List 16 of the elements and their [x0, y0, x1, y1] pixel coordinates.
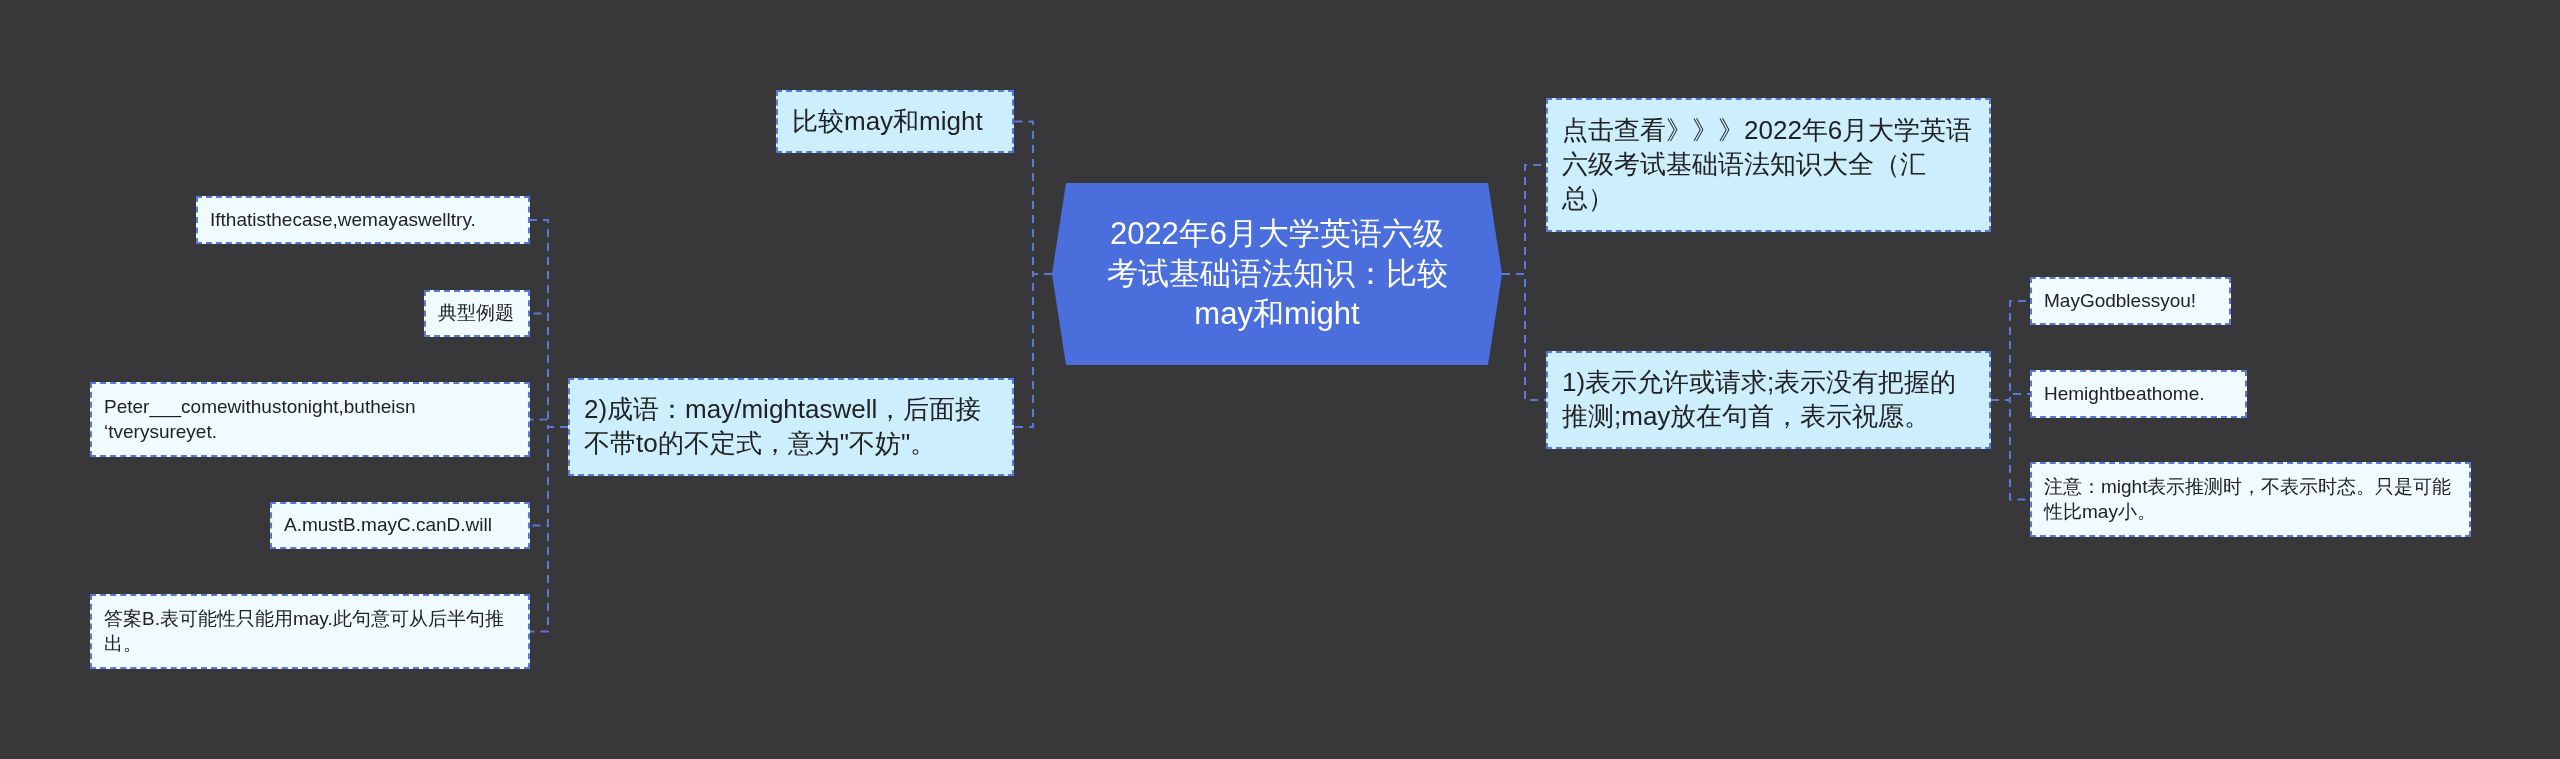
topic-box: MayGodblessyou! — [2030, 277, 2231, 325]
topic-box: Ifthatisthecase,wemayaswelltry. — [196, 196, 530, 244]
topic-box: 典型例题 — [424, 290, 530, 337]
topic-box: 比较may和might — [776, 90, 1014, 153]
connector — [1013, 273, 1053, 428]
topic-box: Peter___comewithustonight,butheisn ‘tverysureyet. — [90, 382, 530, 457]
connector — [1501, 273, 1547, 401]
connector — [529, 426, 569, 633]
topic-box: Hemightbeathome. — [2030, 370, 2247, 418]
topic-box: 点击查看》》》2022年6月大学英语六级考试基础语法知识大全（汇总） — [1546, 98, 1991, 232]
topic-hexagon: 2022年6月大学英语六级考试基础语法知识：比较may和might — [1052, 183, 1502, 365]
topic-box: 1)表示允许或请求;表示没有把握的推测;may放在句首，表示祝愿。 — [1546, 351, 1991, 449]
topic-box: 答案B.表可能性只能用may.此句意可从后半句推出。 — [90, 594, 530, 669]
topic-box: A.mustB.mayC.canD.will — [270, 502, 530, 549]
topic-box: 注意：might表示推测时，不表示时态。只是可能性比may小。 — [2030, 462, 2471, 537]
topic-box: 2)成语：may/mightaswell，后面接不带to的不定式，意为"不妨"。 — [568, 378, 1014, 476]
